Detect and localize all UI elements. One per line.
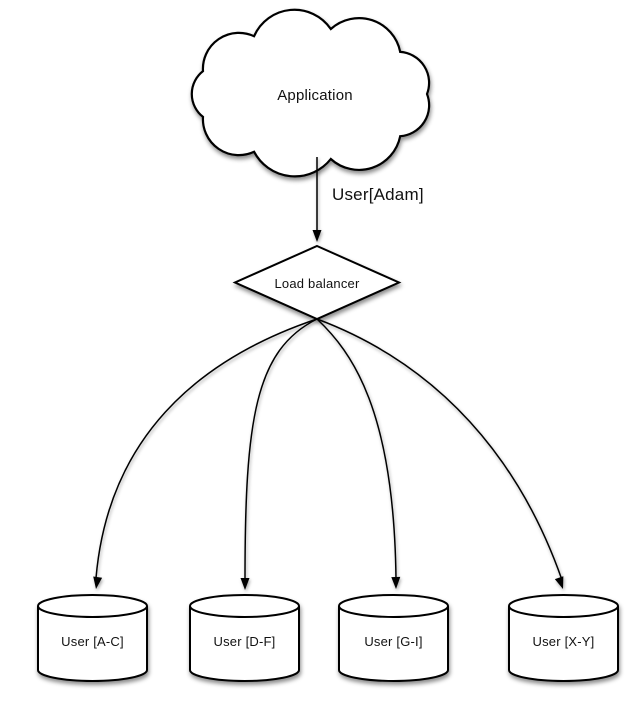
shard4-cylinder-icon [508,594,619,682]
shard2-cylinder-icon [189,594,300,682]
lb-to-shard2-edge [244,318,318,581]
app-to-lb-edge [312,157,322,242]
app-to-lb-arrowhead-icon [312,230,322,242]
shard-cylinders [37,594,619,682]
edge-label-user-adam: User[Adam] [332,185,424,204]
load-balancer-node-label: Load balancer [274,275,360,291]
shard3-cylinder-body [338,606,449,682]
shard4-cylinder-body [508,606,619,682]
shard1-cylinder-icon [37,594,148,682]
shard1-node-label: User [A-C] [61,633,124,649]
shard4-arrowhead-icon [554,576,564,589]
shard3-cylinder-icon [338,594,449,682]
lb-to-shard3-edge [316,318,397,580]
lb-to-shard-edges [93,318,564,590]
shard3-cylinder-top [338,594,449,618]
shard2-node-label: User [D-F] [213,633,276,649]
shard4-cylinder-top [508,594,619,618]
shard1-cylinder-top [37,594,148,618]
shard2-arrowhead-icon [240,578,250,590]
shard3-arrowhead-icon [391,576,401,589]
shard4-node-label: User [X-Y] [532,633,595,649]
application-cloud-shape [190,8,431,178]
lb-to-shard1-edge [95,318,318,579]
shard1-cylinder-body [37,606,148,682]
shard1-arrowhead-icon [93,576,103,589]
lb-to-shard4-edge [316,318,563,581]
application-node-label: Application [277,86,353,104]
shard2-cylinder-top [189,594,300,618]
shard2-cylinder-body [189,606,300,682]
shard3-node-label: User [G-I] [364,633,423,649]
